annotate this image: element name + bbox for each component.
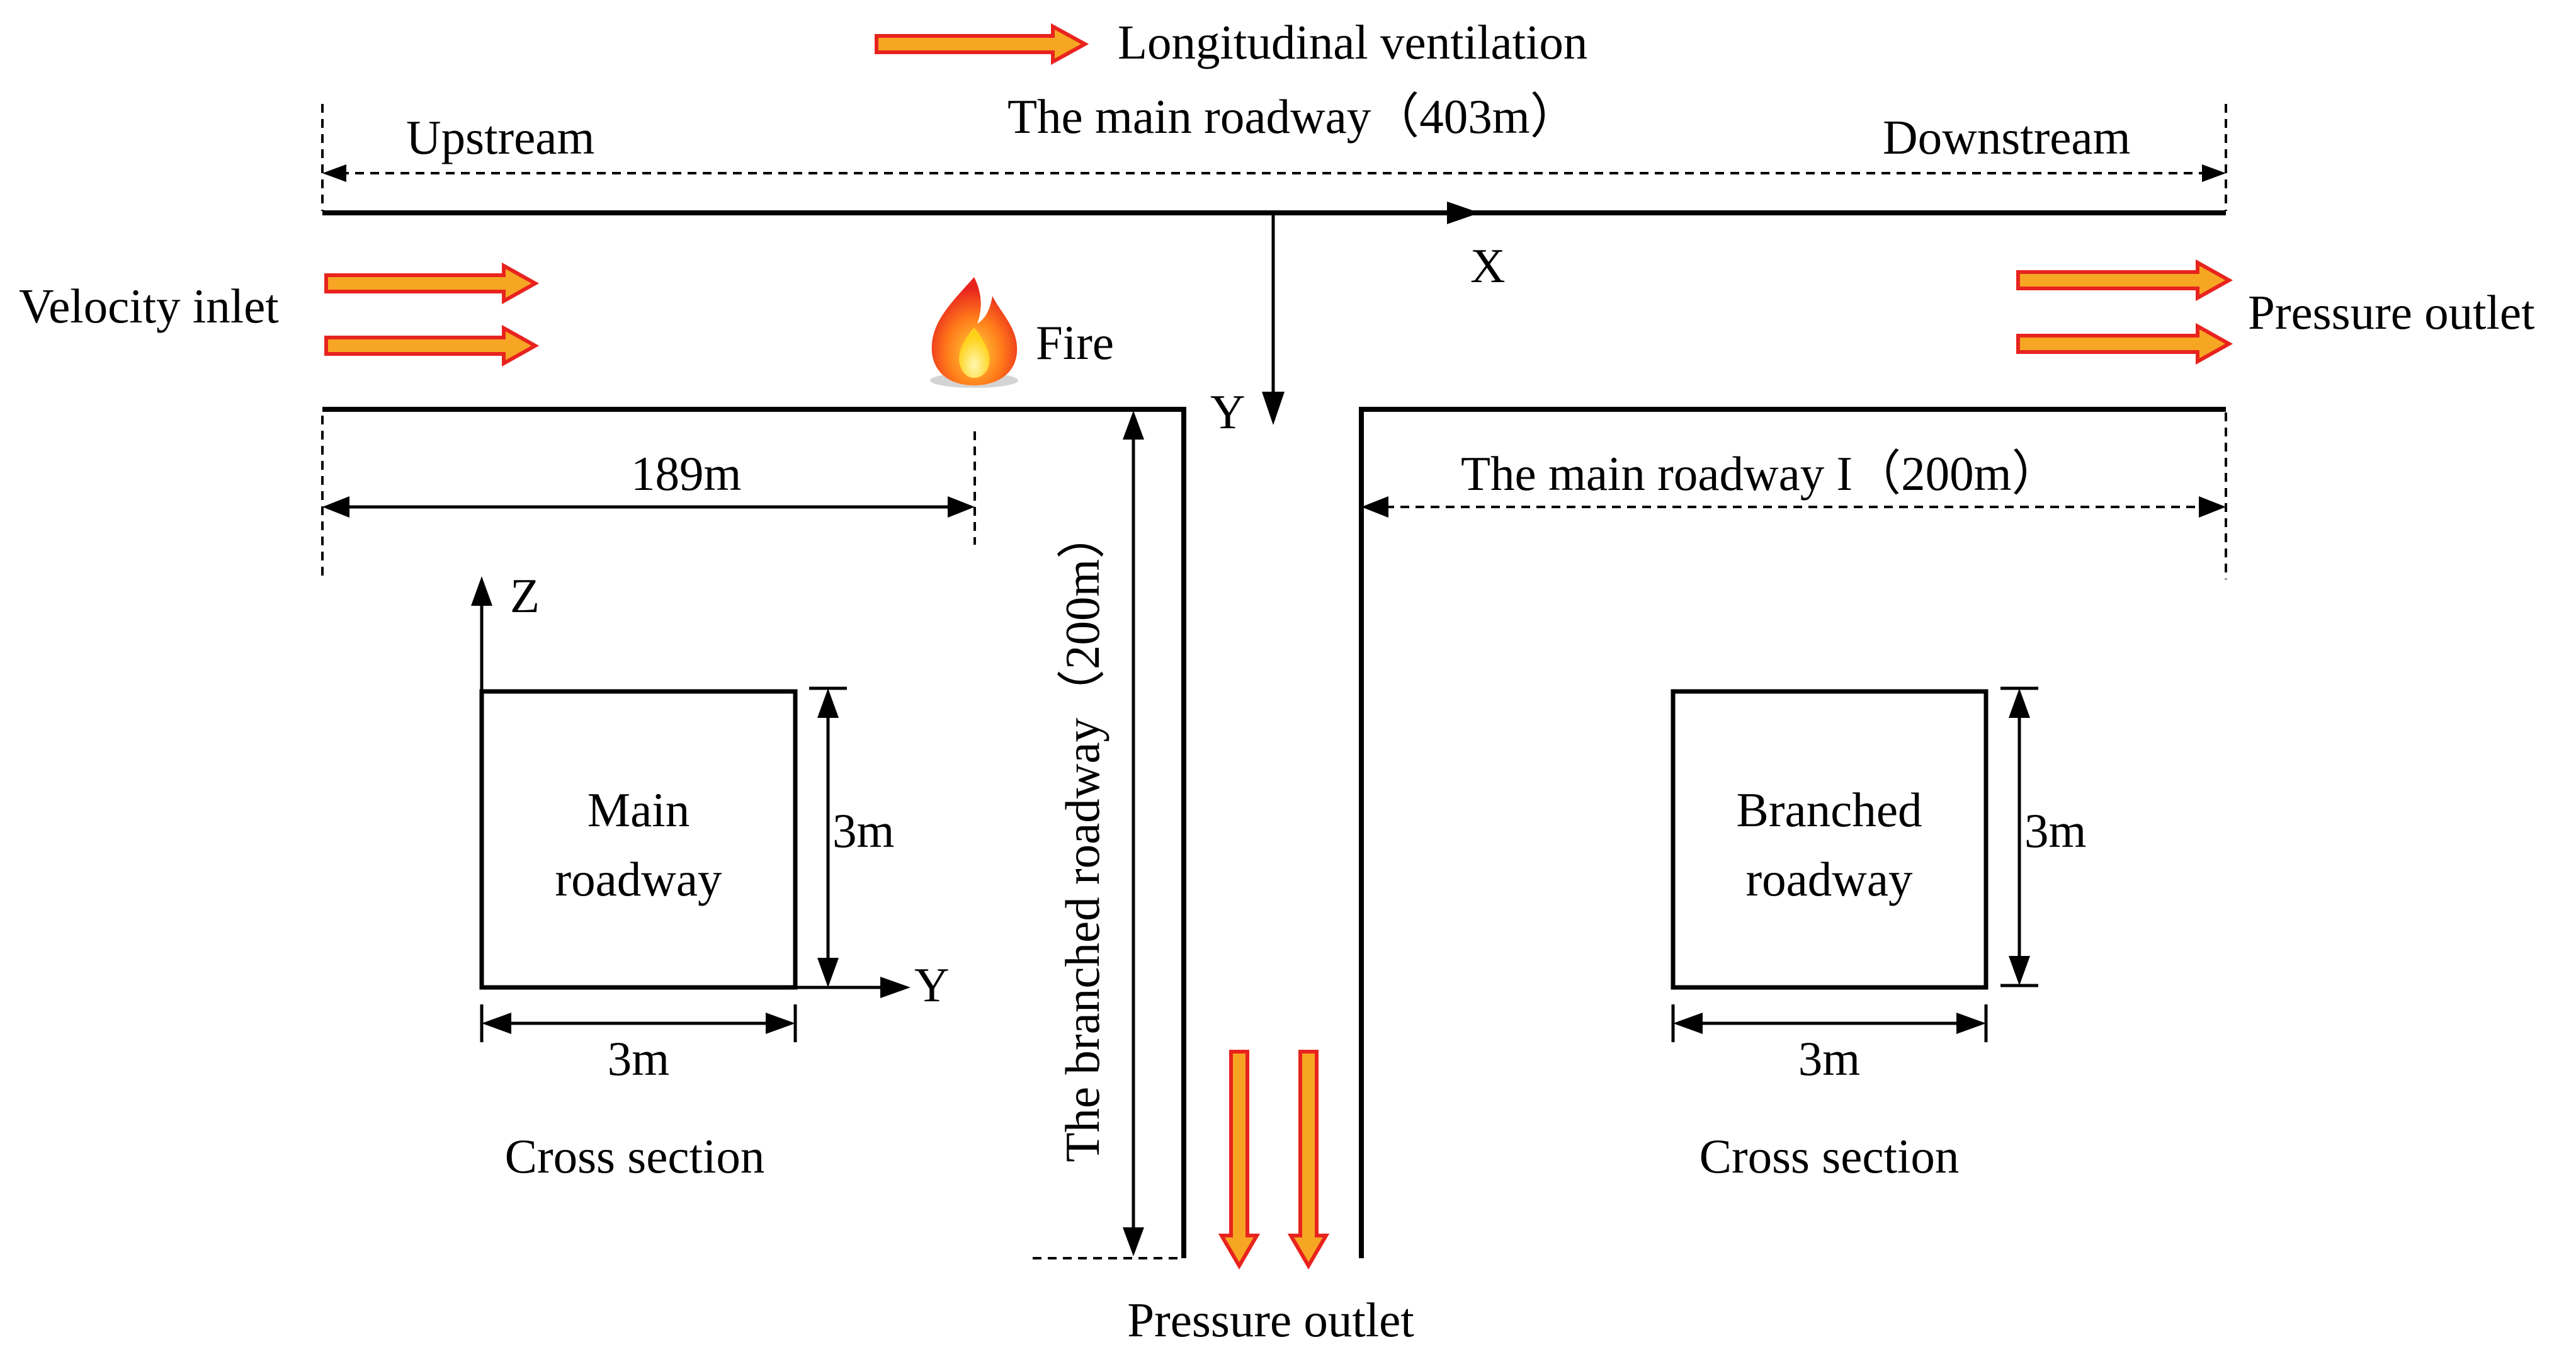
bottom-outlet-arrow-left-icon — [1218, 1050, 1261, 1270]
main-roadway-span: The main roadway（403m） Upstream Downstre… — [321, 89, 2227, 211]
branched-section-caption: Cross section — [1699, 1129, 1960, 1183]
main-section-label-line1: Main — [587, 783, 690, 837]
main-roadway-one-arrow-left-icon — [1361, 496, 1388, 518]
fire-distance-arrow-right-icon — [948, 496, 975, 518]
fire-label: Fire — [1036, 315, 1114, 370]
branched-roadway-label: The branched roadway（200m） — [1055, 511, 1109, 1162]
velocity-inlet-label: Velocity inlet — [19, 279, 279, 333]
inlet-arrow-lower-icon — [324, 324, 540, 367]
pressure-outlet-bottom-label: Pressure outlet — [1127, 1293, 1414, 1347]
main-width-arrow-left-icon — [482, 1013, 511, 1034]
y-axis-label: Y — [1210, 385, 1245, 439]
main-section-label-line2: roadway — [555, 852, 722, 906]
main-roadway-one-label: The main roadway I（200m） — [1461, 446, 2060, 501]
section-y-axis-label: Y — [914, 958, 950, 1012]
main-roadway-bottom-wall-right — [1359, 407, 2226, 1258]
pressure-outlet-right: Pressure outlet — [2016, 259, 2535, 365]
bottom-outlet-arrow-right-icon — [1287, 1050, 1330, 1270]
upstream-label: Upstream — [406, 110, 594, 164]
cross-section-main: Z Main roadway Y 3m 3m Cross section — [471, 569, 950, 1183]
pressure-outlet-bottom: Pressure outlet — [1127, 1050, 1414, 1347]
main-width-arrow-right-icon — [766, 1013, 795, 1034]
span-arrow-right-icon — [2202, 164, 2226, 182]
branched-width-label: 3m — [1798, 1032, 1860, 1086]
main-roadway-one-arrow-right-icon — [2199, 496, 2226, 518]
x-axis-label: X — [1470, 239, 1506, 293]
outlet-arrow-lower-icon — [2016, 322, 2233, 365]
branched-section-box — [1671, 689, 1989, 990]
ventilation-arrow-icon — [875, 23, 1089, 65]
main-roadway-one-dimension: The main roadway I（200m） — [1361, 412, 2227, 579]
pressure-outlet-right-label: Pressure outlet — [2248, 285, 2535, 339]
branched-width-arrow-right-icon — [1956, 1013, 1986, 1034]
main-height-arrow-bottom-icon — [817, 958, 839, 987]
branched-height-arrow-bottom-icon — [2009, 956, 2030, 986]
outlet-arrow-upper-icon — [2016, 259, 2233, 302]
branched-height-label: 3m — [2024, 804, 2086, 858]
branched-roadway-arrow-top-icon — [1123, 411, 1144, 440]
main-roadway-title: The main roadway（403m） — [1007, 89, 1579, 144]
legend-label: Longitudinal ventilation — [1118, 15, 1587, 69]
branched-roadway-dimension: The branched roadway（200m） — [1033, 411, 1184, 1259]
z-axis-label: Z — [510, 569, 540, 623]
branched-section-label-line1: Branched — [1736, 783, 1922, 837]
y-axis-arrow-icon — [1262, 392, 1285, 425]
main-width-label: 3m — [608, 1032, 669, 1086]
downstream-label: Downstream — [1883, 110, 2130, 164]
x-axis-arrow-icon — [1447, 202, 1480, 224]
fire-source: Fire — [930, 277, 1114, 388]
branched-width-arrow-left-icon — [1673, 1013, 1703, 1034]
main-section-box — [479, 689, 798, 990]
inlet-arrow-upper-icon — [324, 262, 540, 305]
velocity-inlet: Velocity inlet — [19, 262, 540, 367]
span-arrow-left-icon — [322, 164, 346, 182]
z-axis-arrow-icon — [471, 576, 492, 606]
fire-distance-dimension: 189m — [321, 416, 976, 576]
branched-section-label-line2: roadway — [1745, 852, 1913, 906]
legend: Longitudinal ventilation — [875, 15, 1587, 69]
junction-axes: X Y — [882, 202, 1506, 439]
fire-distance-label: 189m — [631, 446, 741, 501]
fire-icon — [930, 277, 1018, 388]
branched-roadway-arrow-bottom-icon — [1123, 1227, 1144, 1256]
cross-section-branched: Branched roadway 3m 3m Cross section — [1671, 686, 2086, 1183]
main-height-label: 3m — [832, 804, 894, 858]
fire-distance-arrow-left-icon — [322, 496, 349, 518]
main-height-arrow-top-icon — [817, 688, 839, 718]
main-section-caption: Cross section — [505, 1129, 765, 1183]
section-y-axis-arrow-icon — [880, 977, 911, 998]
branched-height-arrow-top-icon — [2009, 688, 2030, 718]
main-roadway-bottom-wall-left — [322, 407, 1186, 1258]
